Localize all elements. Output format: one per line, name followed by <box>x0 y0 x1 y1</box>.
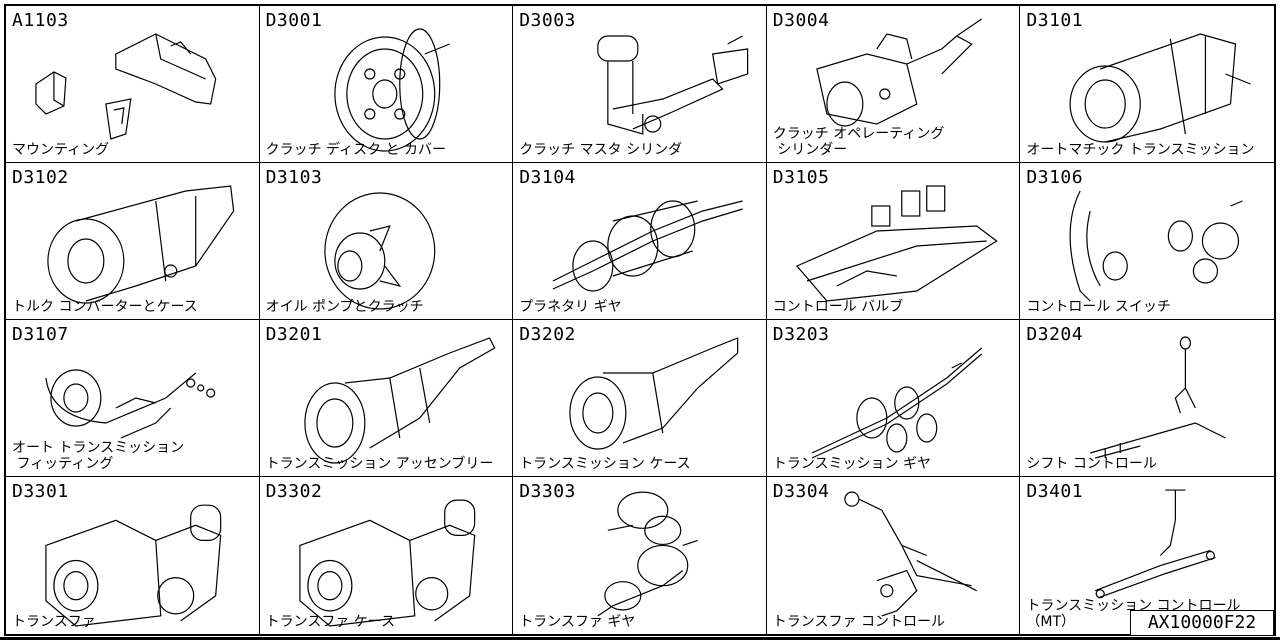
torque-converter-icon <box>47 185 235 304</box>
automatic-transmission-icon <box>1069 33 1252 143</box>
clutch-cover-icon <box>333 28 450 152</box>
part-label: トランスミッション ケース <box>519 456 691 472</box>
part-label: トランスファ コントロール <box>772 614 945 630</box>
part-cell-d3202[interactable]: D3202 トランスミッション ケース <box>513 320 767 477</box>
part-code: A1103 <box>12 10 69 31</box>
transfer-control-icon <box>844 491 977 617</box>
transmission-case-icon <box>569 337 739 450</box>
transfer-case-icon <box>298 499 475 627</box>
part-code: D3301 <box>12 481 69 502</box>
part-code: D3201 <box>265 324 323 345</box>
mounting-icon <box>35 33 217 140</box>
part-label: プラネタリ ギヤ <box>519 299 622 315</box>
part-cell-d3102[interactable]: D3102 トルク コンバーターとケース <box>6 163 260 320</box>
part-cell-d3104[interactable]: D3104 プラネタリ ギヤ <box>513 163 767 320</box>
part-code: D3105 <box>772 167 830 188</box>
part-label: コントロール バルブ <box>772 299 904 315</box>
part-cell-a1103[interactable]: A1103 マウンティング <box>6 6 260 163</box>
control-valve-icon <box>795 185 998 302</box>
control-switch-icon <box>1069 190 1244 302</box>
part-cell-d3201[interactable]: D3201 トランスミッション アッセンブリー <box>259 320 514 477</box>
transfer-icon <box>45 504 222 627</box>
part-label: シフト コントロール <box>1026 456 1157 472</box>
part-label: トランスミッション アッセンブリー <box>265 456 494 472</box>
shift-control-icon <box>1090 336 1227 459</box>
part-label: トランスミッション ギヤ <box>772 456 931 472</box>
part-code: D3302 <box>265 481 323 502</box>
mt-control-icon <box>1095 489 1217 599</box>
part-code: D3203 <box>772 324 830 345</box>
part-code: D3204 <box>1026 324 1084 345</box>
part-code: D3102 <box>12 167 69 188</box>
parts-catalog-grid: A1103 マウンティング D3001 クラッチ ディスク と カバー D3003 クラッ… <box>4 4 1276 636</box>
part-cell-d3301[interactable]: D3301 トランスファ <box>6 477 260 634</box>
part-label: マウンティング <box>12 142 110 158</box>
part-label: オート トランスミッション フィッティング <box>12 440 185 472</box>
transmission-assembly-icon <box>303 337 496 464</box>
page-code: AX10000F22 <box>1130 610 1274 636</box>
part-code: D3202 <box>519 324 576 345</box>
part-cell-d3203[interactable]: D3203 トランスミッション ギヤ <box>766 320 1021 477</box>
part-label: コントロール スイッチ <box>1026 299 1171 315</box>
part-label: トランスファ <box>12 614 96 630</box>
part-cell-d3303[interactable]: D3303 トランスファ ギヤ <box>513 477 767 634</box>
part-label: トルク コンバーターとケース <box>12 299 198 315</box>
part-label: トランスファ ケース <box>265 614 396 630</box>
part-code: D3303 <box>519 481 576 502</box>
part-cell-d3106[interactable]: D3106 コントロール スイッチ <box>1020 163 1274 320</box>
part-label: クラッチ マスタ シリンダ <box>519 142 683 158</box>
bottom-rule <box>0 637 1280 640</box>
transmission-gear-icon <box>811 347 982 459</box>
part-code: D3101 <box>1026 10 1084 31</box>
operating-cylinder-icon <box>816 18 982 127</box>
oil-pump-icon <box>323 192 435 310</box>
part-code: D3304 <box>772 481 830 502</box>
part-cell-d3107[interactable]: D3107 オート トランスミッション フィッティング <box>6 320 260 477</box>
part-cell-d3105[interactable]: D3105 コントロール バルブ <box>766 163 1021 320</box>
master-cylinder-icon <box>597 35 749 135</box>
part-label: トランスファ ギヤ <box>519 614 636 630</box>
part-cell-d3004[interactable]: D3004 クラッチ オペレーティング シリンダー <box>766 6 1021 163</box>
part-label: クラッチ オペレーティング シリンダー <box>772 126 945 158</box>
part-label: オートマチック トランスミッション <box>1026 142 1255 158</box>
part-cell-d3101[interactable]: D3101 オートマチック トランスミッション <box>1020 6 1274 163</box>
part-code: D3004 <box>772 10 830 31</box>
planetary-gear-icon <box>552 200 743 292</box>
part-code: D3401 <box>1026 481 1084 502</box>
at-fitting-icon <box>45 369 216 439</box>
part-code: D3103 <box>265 167 323 188</box>
part-code: D3104 <box>519 167 576 188</box>
part-code: D3107 <box>12 324 69 345</box>
part-cell-d3302[interactable]: D3302 トランスファ ケース <box>259 477 514 634</box>
part-cell-d3204[interactable]: D3204 シフト コントロール <box>1020 320 1274 477</box>
part-cell-d3103[interactable]: D3103 オイル ポンプとクラッチ <box>259 163 514 320</box>
transfer-gear-icon <box>597 491 699 617</box>
part-cell-d3304[interactable]: D3304 トランスファ コントロール <box>766 477 1021 634</box>
part-code: D3001 <box>265 10 323 31</box>
part-cell-d3001[interactable]: D3001 クラッチ ディスク と カバー <box>259 6 514 163</box>
part-label: オイル ポンプとクラッチ <box>265 299 424 315</box>
part-label: クラッチ ディスク と カバー <box>265 142 446 158</box>
part-code: D3106 <box>1026 167 1084 188</box>
part-code: D3003 <box>519 10 576 31</box>
part-cell-d3003[interactable]: D3003 クラッチ マスタ シリンダ <box>513 6 767 163</box>
